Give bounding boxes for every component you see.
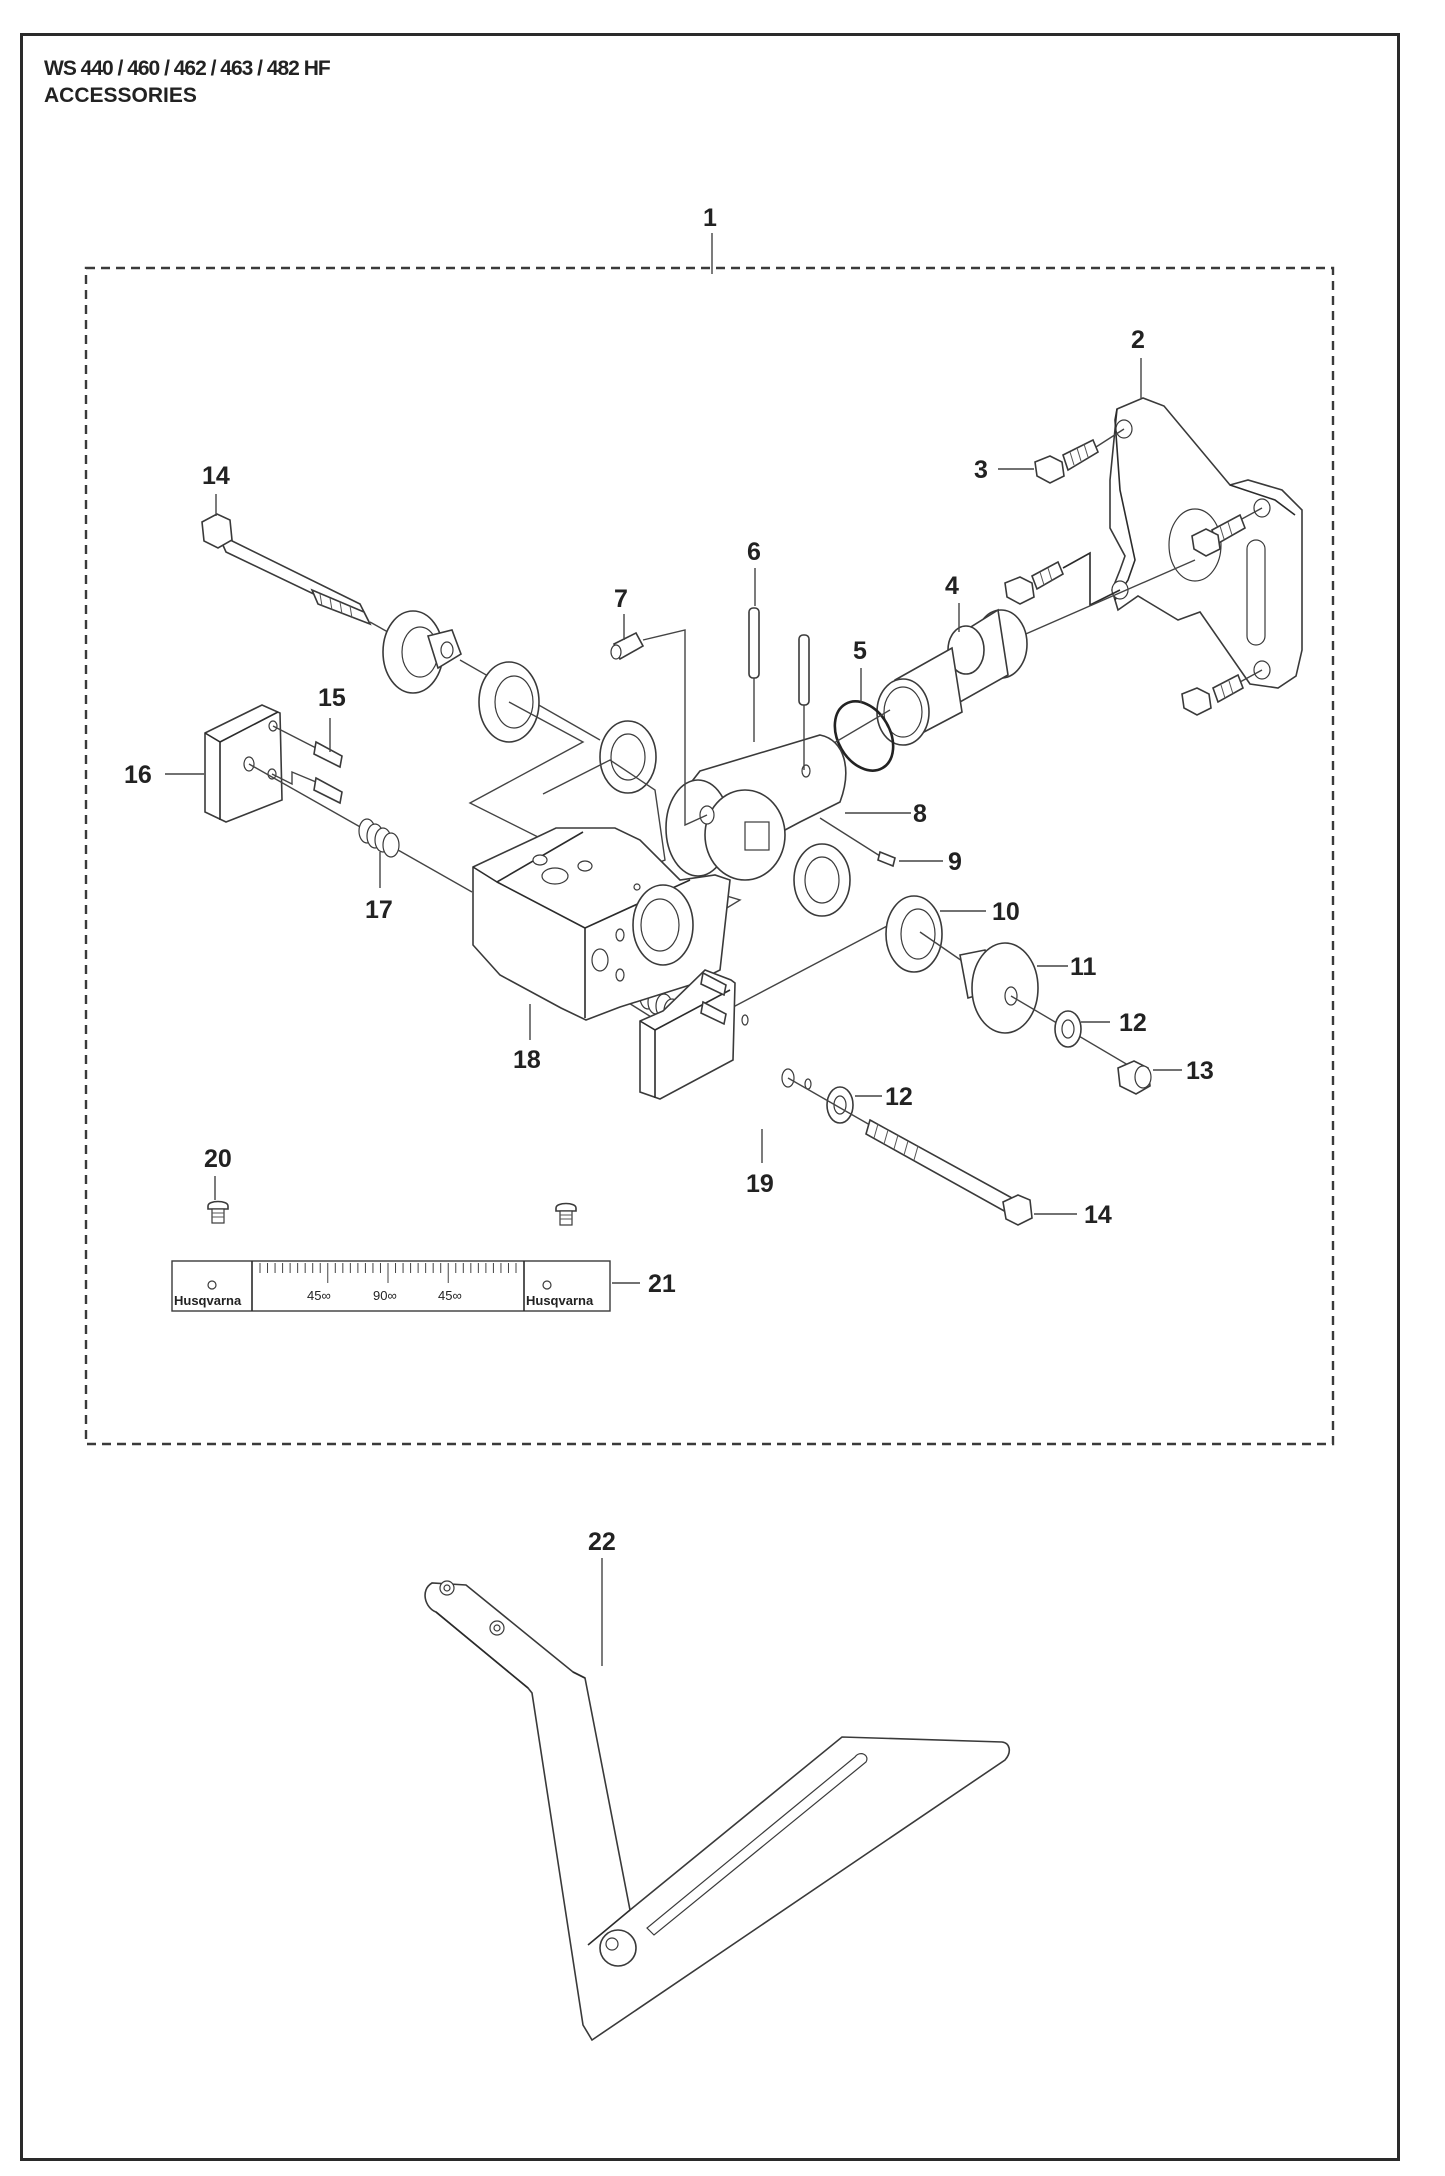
callout-10[interactable]: 10 (992, 898, 1020, 926)
part-20-screw[interactable] (555, 1202, 577, 1226)
part-4-adapter-bushing[interactable] (876, 559, 1196, 746)
callout-14-upper[interactable]: 14 (202, 462, 230, 490)
part-12-washer-lower[interactable] (826, 1086, 854, 1124)
callout-3[interactable]: 3 (974, 456, 988, 484)
callout-15[interactable]: 15 (318, 684, 346, 712)
callout-8[interactable]: 8 (913, 800, 927, 828)
part-7-set-screw[interactable] (610, 629, 708, 827)
part-18-main-block[interactable] (472, 827, 731, 1021)
part-9-small-pin[interactable] (819, 817, 896, 868)
alignment-line (468, 701, 585, 855)
callout-11[interactable]: 11 (1070, 953, 1097, 981)
callout-17[interactable]: 17 (365, 896, 393, 924)
page-header: WS 440 / 460 / 462 / 463 / 482 HF ACCESS… (44, 56, 331, 110)
callout-22[interactable]: 22 (588, 1528, 616, 1556)
callout-5[interactable]: 5 (853, 637, 867, 665)
callout-16[interactable]: 16 (124, 761, 152, 789)
callout-2[interactable]: 2 (1131, 326, 1145, 354)
callout-18[interactable]: 18 (513, 1046, 541, 1074)
pin-pair[interactable] (700, 971, 727, 1026)
callout-21[interactable]: 21 (648, 1270, 676, 1298)
callout-4[interactable]: 4 (945, 572, 959, 600)
callout-14-lower[interactable]: 14 (1084, 1201, 1112, 1229)
part-3-hex-bolt[interactable] (1034, 428, 1125, 484)
callout-13[interactable]: 13 (1186, 1057, 1214, 1085)
part-11-knob[interactable] (919, 931, 1039, 1034)
callout-7[interactable]: 7 (614, 585, 628, 613)
part-13-lock-nut[interactable] (1117, 1060, 1152, 1095)
page-frame (20, 33, 1400, 2161)
callout-9[interactable]: 9 (948, 848, 962, 876)
part-6-pin[interactable] (798, 634, 810, 770)
callout-20[interactable]: 20 (204, 1145, 232, 1173)
scale-ticks (259, 1263, 517, 1283)
part-3-hex-bolt[interactable] (1191, 507, 1263, 557)
part-15-dowel-pin[interactable] (272, 725, 343, 769)
brand-logo-left: Husqvarna (174, 1293, 242, 1308)
callout-6[interactable]: 6 (747, 538, 761, 566)
part-14-long-bolt[interactable] (201, 513, 601, 743)
part-19-clamp-pad[interactable] (639, 969, 812, 1100)
scale-mark-center: 90∞ (373, 1288, 397, 1303)
part-17-spring[interactable] (248, 763, 473, 893)
callout-12-lower[interactable]: 12 (885, 1083, 913, 1111)
kit-boundary-dashed-box (84, 266, 1335, 1446)
part-20-screw[interactable] (207, 1200, 229, 1224)
part-6-pin[interactable] (748, 607, 760, 742)
section-title: ACCESSORIES (44, 84, 197, 107)
callout-1[interactable]: 1 (703, 204, 717, 232)
part-5-o-ring[interactable] (823, 691, 905, 781)
brand-logo-right: Husqvarna (526, 1293, 594, 1308)
part-15-dowel-pin[interactable] (271, 770, 343, 805)
washer-left[interactable] (599, 720, 657, 794)
part-21-angle-scale[interactable]: Husqvarna Husqvarna 45∞ 90∞ 45∞ (171, 1260, 611, 1312)
part-10-washer[interactable] (885, 895, 943, 973)
part-14-long-bolt[interactable] (787, 1077, 1033, 1226)
part-3-hex-bolt[interactable] (1004, 551, 1121, 607)
part-16-clamp-pad[interactable] (204, 704, 283, 823)
part-3-hex-bolt[interactable] (1181, 669, 1263, 716)
model-line: WS 440 / 460 / 462 / 463 / 482 HF (44, 57, 331, 80)
callout-12-upper[interactable]: 12 (1119, 1009, 1147, 1037)
scale-mark-left: 45∞ (307, 1288, 331, 1303)
part-8-swivel-housing[interactable] (665, 709, 891, 881)
callout-19[interactable]: 19 (746, 1170, 774, 1198)
washer-right[interactable] (793, 843, 851, 917)
scale-mark-right: 45∞ (438, 1288, 462, 1303)
part-22-guide-bracket[interactable] (424, 1580, 1011, 2042)
